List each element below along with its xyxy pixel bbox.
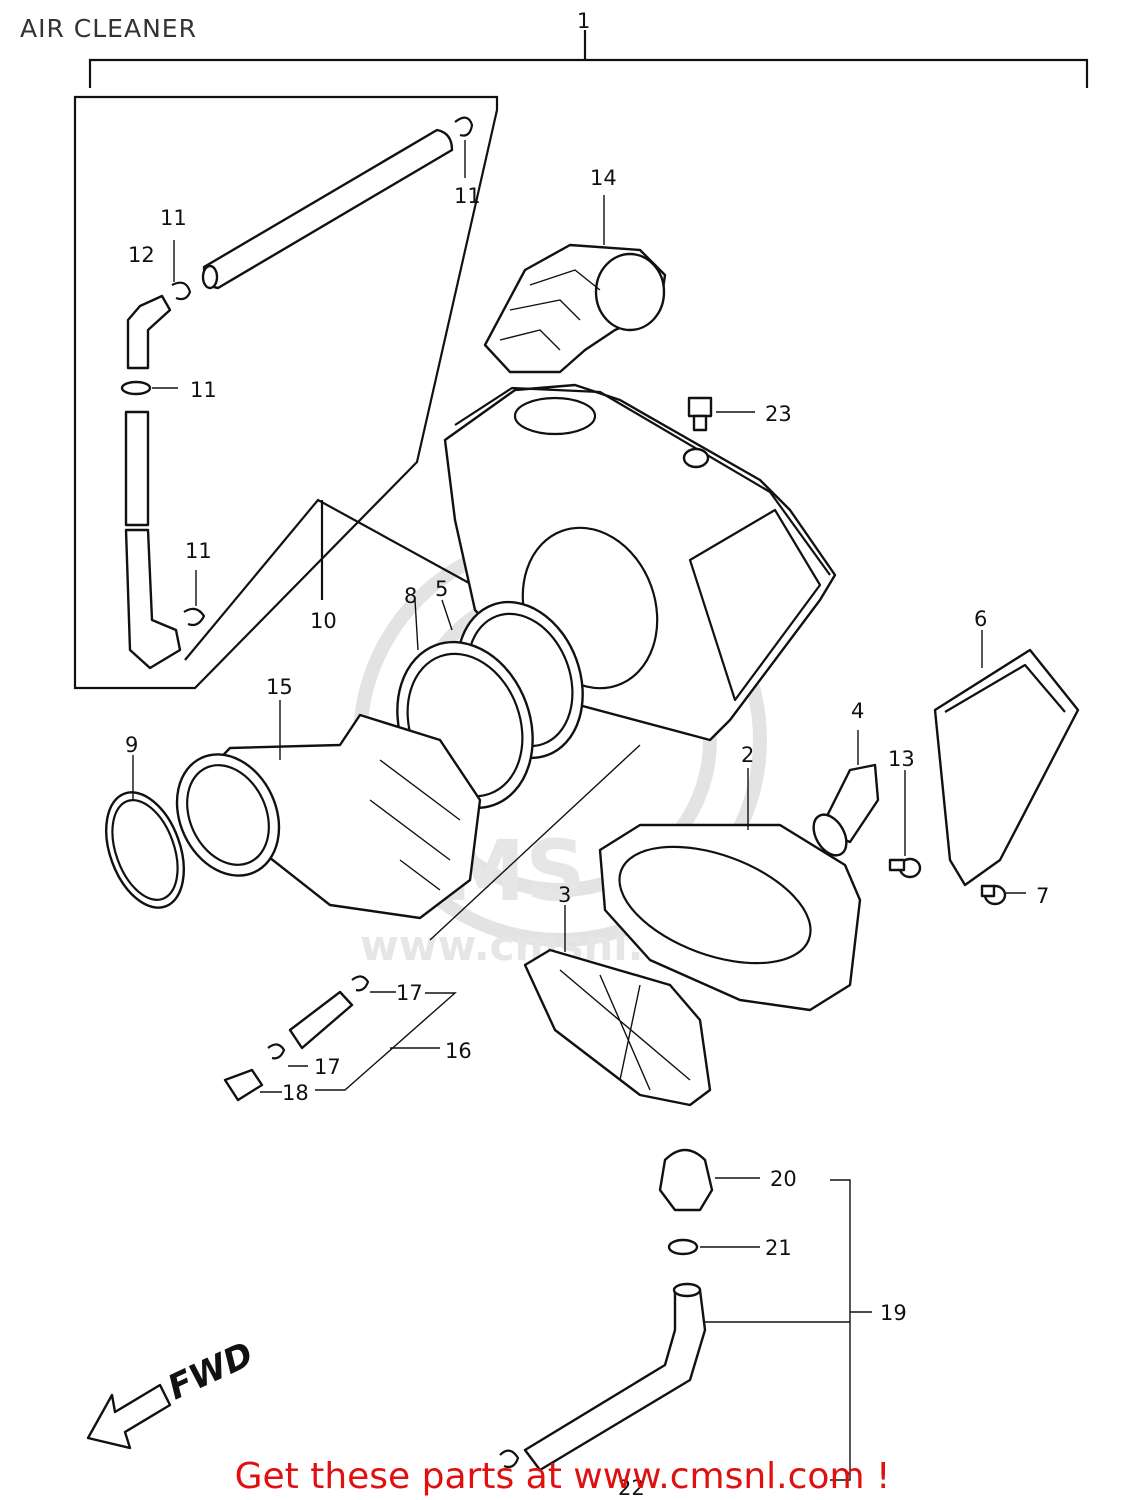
label-part-14: 14 (590, 166, 617, 190)
label-part-11-middle: 11 (190, 378, 217, 402)
label-part-19: 19 (880, 1301, 907, 1325)
drain-cap (658, 1148, 760, 1212)
hose-group-outline (73, 95, 501, 690)
label-part-4: 4 (851, 699, 864, 723)
label-part-15: 15 (266, 675, 293, 699)
breather-hose-vertical (124, 410, 206, 670)
intake-duct (483, 195, 667, 374)
label-part-1: 1 (577, 9, 590, 33)
hose-clamp-middle (120, 380, 178, 396)
element-frame (523, 905, 712, 1107)
label-part-5: 5 (435, 577, 448, 601)
label-part-3: 3 (558, 883, 571, 907)
fwd-arrow-icon: FWD (86, 1334, 260, 1450)
fwd-label: FWD (162, 1334, 260, 1408)
label-part-17-lower: 17 (314, 1055, 341, 1079)
screw-13 (888, 770, 922, 879)
label-part-12: 12 (128, 243, 155, 267)
breather-hose-upper (201, 116, 474, 290)
label-part-17-upper: 17 (396, 981, 423, 1005)
leader-lines (132, 599, 641, 941)
filter-element (598, 768, 862, 1012)
bolt-23 (687, 396, 755, 432)
label-part-9: 9 (125, 733, 138, 757)
part-labels: 1 2 3 4 5 6 7 8 9 10 11 11 11 11 12 13 1… (125, 9, 1049, 1500)
label-part-11-left: 11 (160, 206, 187, 230)
label-part-23: 23 (765, 402, 792, 426)
label-part-7: 7 (1036, 884, 1049, 908)
page-title: AIR CLEANER (20, 14, 197, 43)
intake-tube (175, 713, 482, 920)
label-part-11-top: 11 (454, 184, 481, 208)
label-part-21: 21 (765, 1236, 792, 1260)
hose-clamp-21 (667, 1238, 760, 1256)
grommet-4 (812, 730, 880, 857)
hose-clamp-9 (105, 791, 185, 909)
label-part-13: 13 (888, 747, 915, 771)
label-part-18: 18 (282, 1081, 309, 1105)
drain-hose (223, 975, 457, 1102)
label-part-22: 22 (618, 1476, 645, 1500)
screw-7 (980, 884, 1026, 906)
drain-hose-lower (499, 1179, 872, 1481)
label-part-6: 6 (974, 607, 987, 631)
label-part-8: 8 (404, 584, 417, 608)
label-part-20: 20 (770, 1167, 797, 1191)
label-part-11-lower: 11 (185, 539, 212, 563)
elbow-fitting (126, 240, 192, 370)
bracket-part-1 (88, 30, 1089, 88)
label-part-16: 16 (445, 1039, 472, 1063)
side-cover (933, 630, 1080, 887)
label-part-2: 2 (741, 743, 754, 767)
label-part-10: 10 (310, 609, 337, 633)
promo-banner-link[interactable]: Get these parts at www.cmsnl.com ! (234, 1456, 891, 1497)
